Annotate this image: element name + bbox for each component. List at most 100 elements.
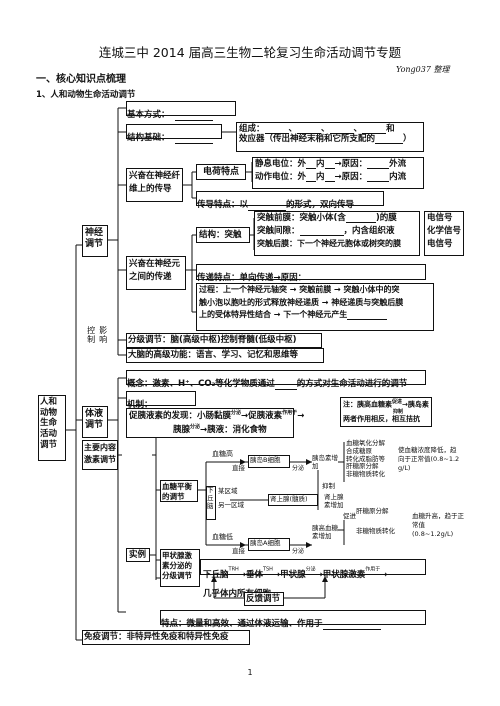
conduction-feature-1: 传导特点：以: [197, 200, 249, 210]
humoral-regulation-node: 体液调节: [82, 406, 108, 438]
glucagon-effects-list: 肝糖原分解 非糖物质转化: [356, 507, 395, 536]
blank: [306, 160, 317, 170]
blank: [299, 227, 344, 237]
action-in: 内: [316, 172, 325, 183]
concept-end: 的方式对生命活动进行的调节: [296, 379, 408, 389]
blank: [324, 173, 335, 183]
blank: [362, 125, 387, 135]
blank: [324, 160, 335, 170]
resting-potential: 静息电位：外: [255, 159, 307, 169]
insulin-increase-label: 胰岛素增加: [312, 454, 338, 470]
a-cell-label: 胰岛A细胞: [250, 539, 281, 547]
secretin-step-3: 胰腺: [173, 424, 191, 435]
section-heading: 一、核心知识点梳理: [36, 74, 126, 85]
signal-chemical: 化学信号: [427, 226, 462, 237]
separator: 、: [288, 124, 298, 134]
signal-electric-2: 电信号: [427, 239, 453, 250]
presynaptic-end: )的膜: [375, 213, 397, 223]
arrow-label: 促进: [392, 399, 403, 405]
mechanism-label: 机制：: [127, 400, 153, 410]
humoral-regulation-label: 体液调节: [85, 409, 104, 430]
secretin-step-4: 胰液：消化食物: [207, 424, 267, 435]
arrow-label: 分泌: [190, 424, 201, 431]
fiber-conduction-node: 兴奋在神经纤维上的传导: [126, 168, 183, 202]
synapse-parts-box: 突触前膜：突触小体(含)的膜 突触间隙：，内含组织液 突触后膜：下一个神经元胞体…: [254, 211, 420, 256]
blank: [306, 173, 317, 183]
feedback-box: 反馈调节: [244, 592, 284, 606]
concept-box: 概念：激素、H⁺、CO₂等化学物质通过的方式对生命活动进行的调节: [126, 370, 426, 390]
blank: [264, 125, 289, 135]
arrow-label: 分泌: [305, 566, 316, 573]
thyroid-hormone: 甲状腺激素: [322, 570, 366, 580]
blank: [367, 160, 390, 170]
secrete-label: 分泌: [292, 548, 305, 555]
features-box: 特点：微量和高效、通过体液运输、作用于: [160, 610, 426, 630]
adrenaline-increase-label: 肾上腺素增加: [324, 493, 344, 509]
insulin-effect: 非糖物质转化: [346, 470, 385, 479]
process-line-1: 过程：上一个神经元轴突 → 突触前膜 → 突触小体中的突: [199, 285, 400, 294]
adrenal-box: 肾上腺(髓质): [268, 494, 318, 506]
transfer-feature-box: 传递特点：单向传递→原因：: [196, 264, 426, 284]
electric-feature-box: 电荷特点: [196, 164, 246, 180]
process-box: 过程：上一个神经元轴突 → 突触前膜 → 突触小体中的突 触小泡以胞吐的形式释放…: [196, 283, 434, 331]
main-content-label: 主要内容激素调节: [84, 443, 116, 464]
basic-mode-box: 基本方式：: [126, 101, 236, 121]
arrow-label: TSH: [262, 566, 273, 573]
adrenal-label: 肾上腺(髓质): [270, 495, 308, 503]
resting-reason: 原因：: [341, 159, 368, 169]
blank: [329, 125, 354, 135]
synapse-structure-box: 结构：突触: [196, 227, 250, 243]
grading-box: 分级调节：脑(高级中枢)控制脊髓(低级中枢): [126, 333, 322, 348]
conduction-feature-2: 的形式，双向传导: [286, 200, 355, 210]
resting-in: 内: [316, 159, 325, 169]
antagonism-1: 注：胰高血糖素: [343, 400, 392, 409]
insulin-effect: 转化成脂肪等: [346, 454, 385, 463]
synapse-structure-label: 结构：突触: [199, 230, 242, 240]
arrow-label: 抑制: [393, 408, 404, 415]
glucagon-effect: 肝糖原分解: [356, 507, 389, 515]
arrow-label: TRH: [228, 566, 239, 573]
potential-box: 静息电位：外内→原因：外流 动作电位：外内→原因：内流: [252, 157, 424, 189]
region-2-label: 另一区域: [218, 501, 244, 509]
insulin-effect: 血糖氧化分解: [346, 439, 385, 447]
fiber-conduction-label: 兴奋在神经纤维上的传导: [129, 171, 181, 194]
structure-box: 结构基础：: [126, 124, 222, 144]
blank: [347, 311, 388, 320]
signature: Yong037 整理: [396, 65, 450, 74]
blank: [297, 125, 322, 135]
arrow-label: 分泌: [231, 410, 242, 416]
high-glucose-label: 血糖高: [212, 450, 233, 458]
process-line-3: 上的受体特异性结合 → 下一个神经元产生: [199, 310, 348, 320]
conduction-feature-box: 传导特点：以 的形式，双向传导: [196, 191, 384, 211]
subsection-heading: 1、人和动物生命活动调节: [36, 90, 136, 100]
blank: [322, 621, 381, 630]
glucagon-increase-label: 胰高血糖素增加: [312, 524, 338, 540]
main-content-box: 主要内容激素调节: [82, 440, 118, 470]
action-flow: 内流: [389, 172, 407, 183]
thyroid-pituitary: 垂体: [245, 570, 263, 580]
antagonism-2: 胰岛素: [407, 400, 429, 409]
separator: 、: [321, 124, 330, 134]
thyroid-hypothalamus: 下丘脑: [203, 570, 229, 580]
arrow-label: 作用于: [365, 566, 381, 573]
blank: [174, 112, 213, 121]
immune-label: 免疫调节：非特异性免疫和特异性免疫: [84, 632, 229, 642]
action-potential: 动作电位：外: [255, 172, 307, 183]
b-cell-box: 胰岛B细胞: [248, 455, 290, 468]
basic-mode-label: 基本方式：: [127, 110, 170, 120]
thyroid-regulation-label: 甲状腺激素分泌的分级调节: [162, 551, 192, 580]
secretin-box: 促胰液素的发现：小肠黏膜分泌→促胰液素作用于→ 胰腺分泌→胰液：消化食物: [126, 408, 304, 438]
region-1-label: 某区域: [218, 487, 238, 495]
components-effector: 效应器（传出神经末梢和它所支配的: [239, 134, 376, 145]
a-cell-box: 胰岛A细胞: [248, 538, 290, 551]
blank: [274, 381, 297, 390]
components-label: 组成：: [239, 124, 265, 134]
secretin-step-2: 促胰液素: [248, 410, 283, 421]
thyroid-chain-box: 下丘脑TRH→垂体TSH→甲状腺分泌→甲状腺激素作用于→几乎体内所有细胞: [200, 559, 426, 599]
arrow-label: 作用于: [282, 410, 298, 416]
direct-label: 直接: [232, 547, 245, 555]
blank: [375, 135, 404, 145]
promote-label: 促进: [343, 512, 356, 520]
glucose-regulation-label: 血糖平衡的调节: [162, 482, 192, 501]
